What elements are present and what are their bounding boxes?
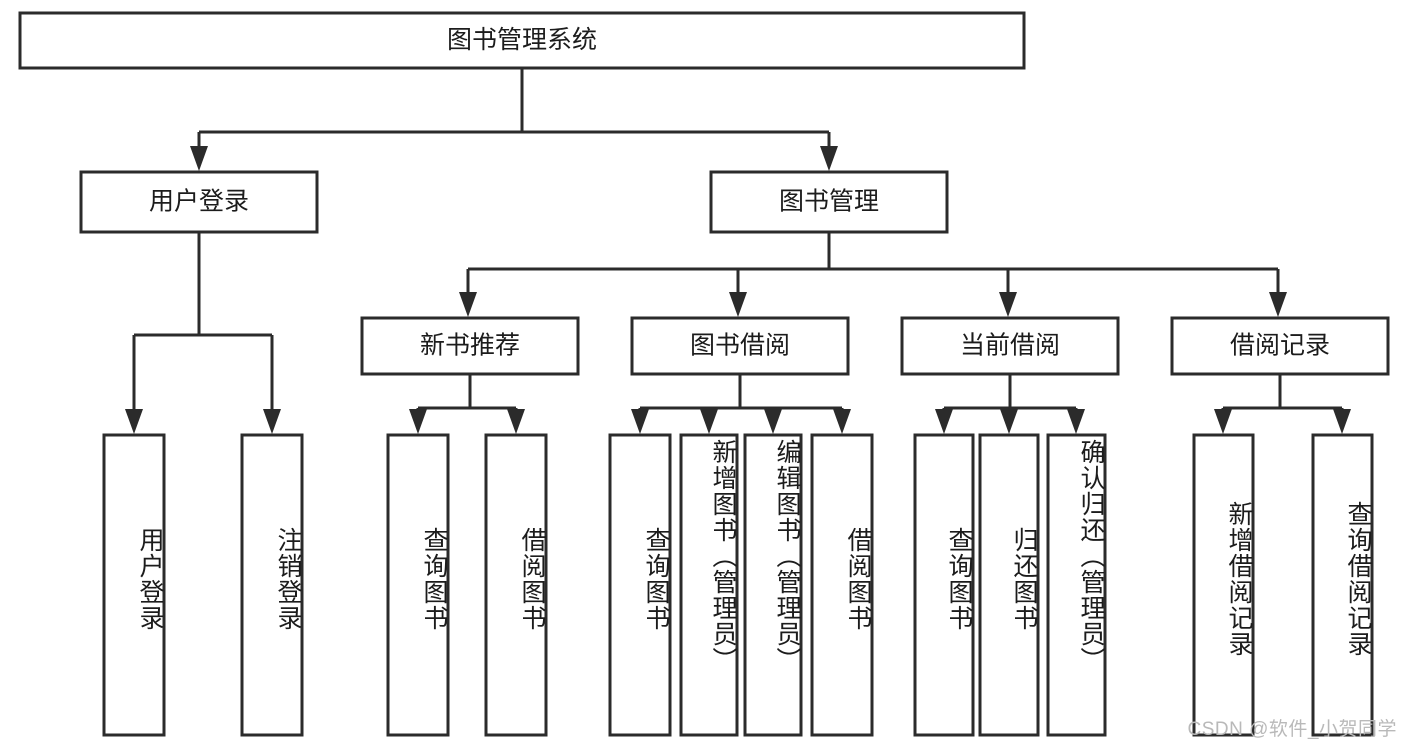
- node-borrow-record[interactable]: 借阅记录: [1170, 316, 1390, 376]
- node-label: 图书借阅: [690, 332, 790, 360]
- node-box-leaf-query-book-borrow[interactable]: [608, 433, 672, 737]
- node-leaf-query-book-cur[interactable]: [913, 433, 975, 737]
- arrow-head-icon: [1214, 409, 1232, 434]
- arrow-head-icon: [764, 409, 782, 434]
- node-user-login[interactable]: 用户登录: [79, 170, 319, 234]
- node-box-leaf-borrow-book-rec[interactable]: [484, 433, 548, 737]
- node-book-borrow[interactable]: 图书借阅: [630, 316, 850, 376]
- node-current-borrow[interactable]: 当前借阅: [900, 316, 1120, 376]
- arrow-head-icon: [999, 292, 1017, 317]
- node-book-manage[interactable]: 图书管理: [709, 170, 949, 234]
- node-box-leaf-return-book[interactable]: [978, 433, 1040, 737]
- node-label: 图书管理系统: [447, 26, 597, 54]
- node-new-book-rec[interactable]: 新书推荐: [360, 316, 580, 376]
- arrow-head-icon: [1067, 409, 1085, 434]
- node-leaf-return-book[interactable]: [978, 433, 1040, 737]
- arrow-head-icon: [1000, 409, 1018, 434]
- arrow-head-icon: [409, 409, 427, 434]
- node-box-root[interactable]: [18, 11, 1026, 70]
- node-box-current-borrow[interactable]: [900, 316, 1120, 376]
- node-leaf-query-book-rec[interactable]: [386, 433, 450, 737]
- node-box-leaf-user-login[interactable]: [102, 433, 166, 737]
- connector-userlogin-to-leaves: [125, 232, 281, 434]
- node-box-book-borrow[interactable]: [630, 316, 850, 376]
- node-leaf-borrow-book[interactable]: [810, 433, 874, 737]
- connector-currentborrow-to-leaves: [935, 374, 1085, 434]
- node-label: 图书管理: [779, 188, 879, 216]
- arrow-head-icon: [700, 409, 718, 434]
- node-leaf-query-book-borrow[interactable]: [608, 433, 672, 737]
- node-label: 借阅记录: [1230, 332, 1330, 360]
- node-leaf-edit-book[interactable]: [743, 433, 803, 737]
- node-leaf-query-record[interactable]: [1311, 433, 1374, 737]
- node-box-leaf-edit-book[interactable]: [743, 433, 803, 737]
- node-box-leaf-logout[interactable]: [240, 433, 304, 737]
- arrow-head-icon: [729, 292, 747, 317]
- arrow-head-icon: [459, 292, 477, 317]
- node-leaf-logout[interactable]: [240, 433, 304, 737]
- arrow-head-icon: [820, 146, 838, 171]
- arrow-head-icon: [833, 409, 851, 434]
- node-leaf-add-book[interactable]: [679, 433, 739, 737]
- connector-bookborrow-to-leaves: [631, 374, 851, 434]
- arrow-head-icon: [1333, 409, 1351, 434]
- node-box-leaf-query-record[interactable]: [1311, 433, 1374, 737]
- node-box-leaf-borrow-book[interactable]: [810, 433, 874, 737]
- node-box-leaf-add-book[interactable]: [679, 433, 739, 737]
- arrow-head-icon: [1269, 292, 1287, 317]
- arrow-head-icon: [263, 409, 281, 434]
- connector-newbookrec-to-leaves: [409, 374, 525, 434]
- arrow-head-icon: [507, 409, 525, 434]
- node-box-user-login[interactable]: [79, 170, 319, 234]
- arrow-head-icon: [631, 409, 649, 434]
- node-leaf-borrow-book-rec[interactable]: [484, 433, 548, 737]
- watermark-text: CSDN @软件_小贺同学: [1187, 719, 1397, 740]
- node-box-new-book-rec[interactable]: [360, 316, 580, 376]
- node-root[interactable]: 图书管理系统: [18, 11, 1026, 70]
- connector-bookmanage-to-level3: [459, 232, 1287, 317]
- node-box-leaf-add-record[interactable]: [1192, 433, 1255, 737]
- node-box-leaf-confirm-return[interactable]: [1046, 433, 1107, 737]
- connector-root-to-level2: [190, 68, 838, 171]
- node-box-borrow-record[interactable]: [1170, 316, 1390, 376]
- arrow-head-icon: [190, 146, 208, 171]
- arrow-head-icon: [125, 409, 143, 434]
- node-box-leaf-query-book-rec[interactable]: [386, 433, 450, 737]
- node-box-leaf-query-book-cur[interactable]: [913, 433, 975, 737]
- node-label: 新书推荐: [420, 332, 520, 360]
- arrow-head-icon: [935, 409, 953, 434]
- node-leaf-user-login[interactable]: [102, 433, 166, 737]
- connector-borrowrecord-to-leaves: [1214, 374, 1351, 434]
- node-leaf-confirm-return[interactable]: [1046, 433, 1107, 737]
- node-label: 当前借阅: [960, 332, 1060, 360]
- node-label: 用户登录: [149, 188, 249, 216]
- node-leaf-add-record[interactable]: [1192, 433, 1255, 737]
- node-box-book-manage[interactable]: [709, 170, 949, 234]
